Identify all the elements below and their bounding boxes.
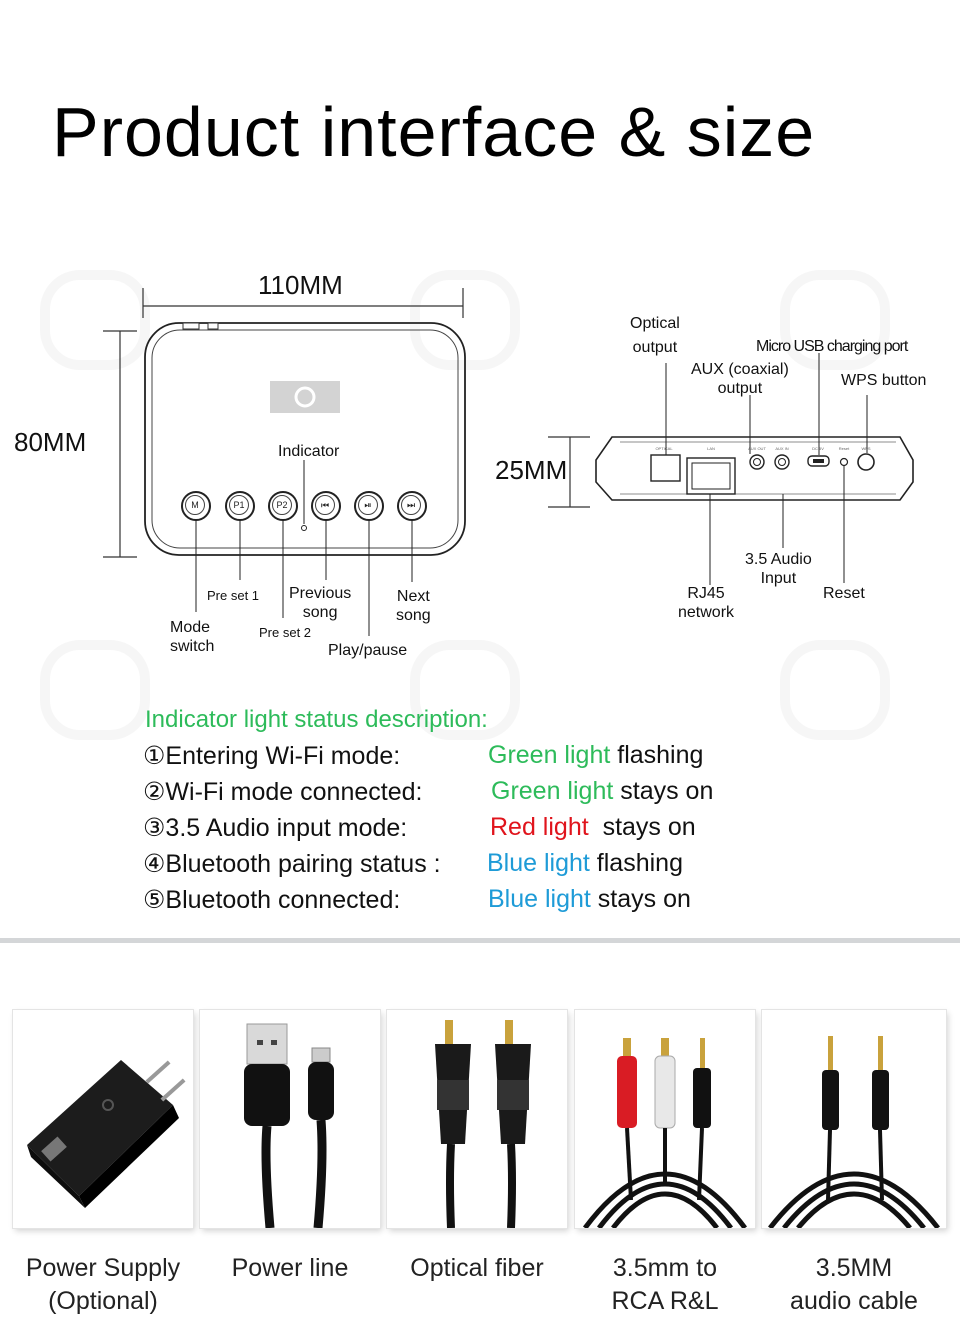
status-mode: ⑤Bluetooth connected: (143, 886, 401, 914)
front-button-icon: ⏭ (401, 495, 421, 515)
reset-label: Reset (823, 585, 865, 602)
status-mode: ①Entering Wi-Fi mode: (143, 742, 401, 770)
mark-aux-out: AUX OUT (748, 446, 766, 451)
watermark-logo (780, 640, 890, 740)
caption-power-line: Power line (231, 1254, 349, 1282)
audio-input-label: 3.5 Audio Input (745, 551, 812, 587)
play-pause-label: Play/pause (328, 642, 408, 659)
front-button-icon: ⏯ (358, 495, 378, 515)
tile-optical-fiber (387, 1010, 567, 1228)
front-button-icon: P1 (229, 495, 249, 515)
usb-cable-icon (244, 1023, 334, 1228)
back-view-diagram: OPTICAL LAN AUX OUT AUX IN DC 5V Reset W… (548, 353, 914, 585)
status-state: flashing (610, 741, 704, 769)
aux-cable-icon (768, 1036, 940, 1228)
front-button-icon: P2 (272, 495, 292, 515)
indicator-label: Indicator (278, 443, 340, 460)
section-divider (0, 938, 960, 943)
width-dimension: 110MM (258, 270, 343, 300)
status-state: stays on (590, 885, 691, 913)
mark-optical: OPTICAL (655, 446, 673, 451)
status-light-color: Green light (491, 777, 614, 805)
status-light-color: Red light (490, 813, 589, 841)
status-light-color: Blue light (488, 885, 591, 913)
front-button-icon: ⏮ (315, 495, 335, 515)
status-value: Green light stays on (491, 777, 713, 806)
status-value: Blue light stays on (488, 885, 691, 914)
status-state: flashing (589, 849, 683, 877)
mark-lan: LAN (707, 446, 715, 451)
status-mode: ③3.5 Audio input mode: (143, 814, 408, 842)
status-state: stays on (588, 813, 696, 841)
status-light-color: Blue light (487, 849, 590, 877)
mark-wps: WPS (861, 446, 870, 451)
micro-usb-label: Micro USB charging port (756, 338, 908, 355)
front-leader-lines (195, 520, 413, 636)
aux-output-label: AUX (coaxial) output (691, 361, 789, 397)
status-heading: Indicator light status description: (145, 706, 488, 733)
mark-reset: Reset (839, 446, 850, 451)
tile-aux-cable (762, 1010, 946, 1228)
mode-switch-label: Mode switch (170, 619, 215, 655)
status-row: ①Entering Wi-Fi mode: Green light flashin… (143, 741, 703, 771)
preset2-label: Pre set 2 (259, 625, 312, 640)
wps-button-label: WPS button (841, 372, 927, 389)
mark-aux-in: AUX IN (775, 446, 788, 451)
next-song-label: Next song (396, 588, 431, 624)
status-mode: ④Bluetooth pairing status : (143, 850, 441, 878)
status-row: ④Bluetooth pairing status : Blue light fl… (143, 849, 683, 879)
rj45-label: RJ45 network (678, 585, 735, 621)
status-state: stays on (613, 777, 714, 805)
caption-rca-cable: 3.5mm to RCA R&L (611, 1254, 719, 1315)
tile-power-line (200, 1010, 380, 1228)
status-light-color: Green light (488, 741, 611, 769)
previous-song-label: Previous song (289, 585, 352, 621)
tile-power-supply (13, 1010, 193, 1228)
status-row: ⑤Bluetooth connected: Blue light stays on (143, 885, 691, 915)
status-value: Green light flashing (488, 741, 703, 770)
mark-dc: DC 5V (812, 446, 824, 451)
status-value: Red light stays on (490, 813, 696, 842)
depth-dimension: 25MM (495, 455, 568, 485)
front-view-diagram (103, 288, 466, 558)
tile-rca-cable (575, 1010, 755, 1228)
page-title: Product interface & size (52, 93, 816, 171)
status-row: ②Wi-Fi mode connected: Green light stays … (143, 777, 713, 807)
rca-cable-icon (582, 1038, 748, 1228)
preset1-label: Pre set 1 (207, 588, 260, 603)
power-adapter-icon (27, 1060, 186, 1208)
optical-cable-icon (435, 1020, 531, 1228)
front-button-icon: M (185, 495, 205, 515)
status-row: ③3.5 Audio input mode: Red light stays on (143, 813, 696, 843)
caption-optical-fiber: Optical fiber (410, 1254, 544, 1282)
optical-output-label: Optical output (630, 315, 680, 356)
caption-power-supply: Power Supply (Optional) (25, 1254, 181, 1315)
status-value: Blue light flashing (487, 849, 683, 878)
height-dimension: 80MM (14, 427, 87, 457)
caption-aux-cable: 3.5MM audio cable (790, 1254, 918, 1315)
status-mode: ②Wi-Fi mode connected: (143, 778, 423, 806)
